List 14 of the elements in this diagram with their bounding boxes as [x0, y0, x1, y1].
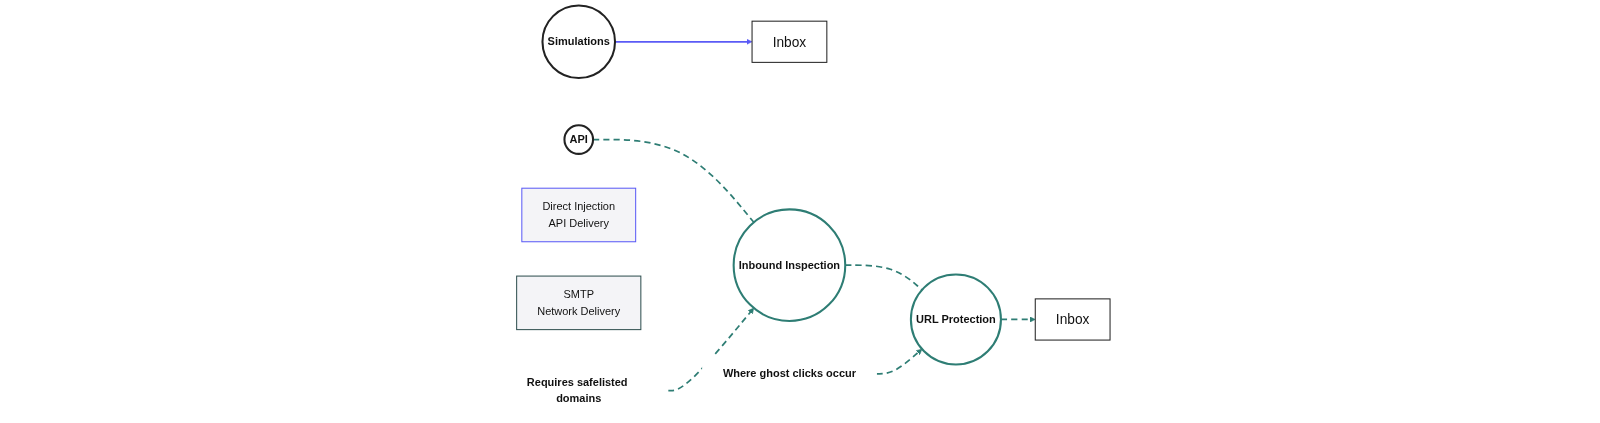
- node-box: Direct Injection API Delivery: [521, 187, 637, 243]
- node-box: Inbox: [1034, 298, 1111, 341]
- node-box: SMTP Network Delivery: [516, 275, 642, 331]
- arrow: [875, 348, 923, 375]
- arrow: [1000, 316, 1036, 323]
- node-text: Where ghost clicks occur: [723, 367, 857, 380]
- node-box: Inbox: [751, 20, 828, 63]
- node-circle: API: [563, 124, 595, 155]
- node-circle: URL Protection: [910, 273, 1003, 366]
- node-circle: Simulations: [541, 4, 617, 80]
- arrow: [667, 307, 755, 392]
- connector: [592, 138, 755, 224]
- node-text: Requires safelisted domains: [527, 376, 628, 405]
- node-circle: Inbound Inspection: [732, 208, 847, 322]
